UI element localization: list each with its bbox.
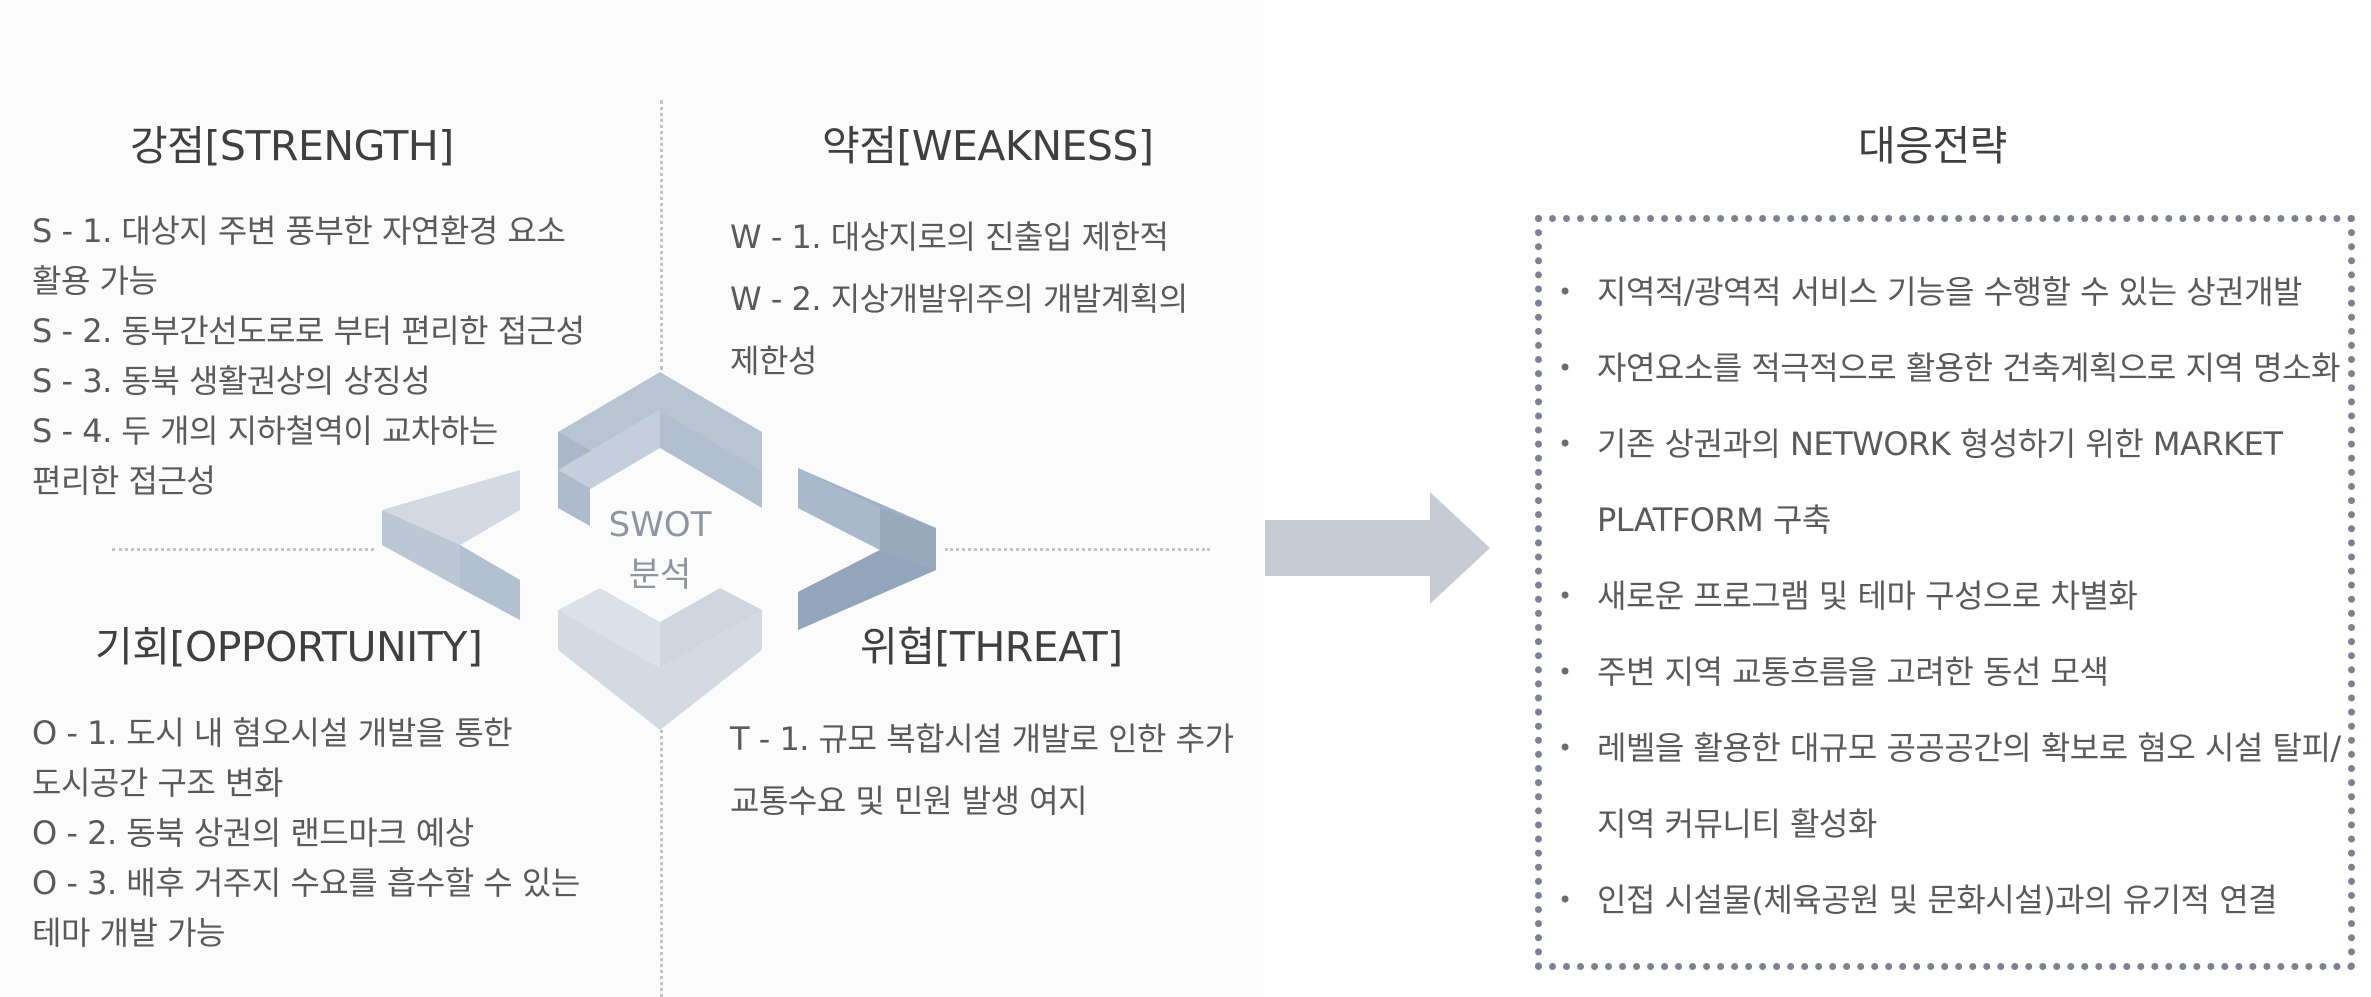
threat-text: T - 1. 규모 복합시설 개발로 인한 추가 교통수요 및 민원 발생 여지	[730, 708, 1234, 832]
strategy-item-continuation: 지역 커뮤니티 활성화	[1597, 805, 1877, 843]
strategy-item-text: 새로운 프로그램 및 테마 구성으로 차별화	[1597, 577, 2138, 615]
divider-left	[112, 548, 374, 551]
strength-line: 활용 가능	[32, 262, 158, 300]
opportunity-text: O - 1. 도시 내 혐오시설 개발을 통한 도시공간 구조 변화 O - 2…	[32, 708, 580, 958]
opportunity-line: 테마 개발 가능	[32, 914, 225, 952]
top-chevron-icon	[558, 372, 762, 526]
opportunity-line: O - 1. 도시 내 혐오시설 개발을 통한	[32, 714, 513, 752]
strategy-item: • 기존 상권과의 NETWORK 형성하기 위한 MARKET PLATFOR…	[1555, 406, 2355, 558]
swot-panel	[0, 0, 1264, 997]
strategy-item-text: 인접 시설물(체육공원 및 문화시설)과의 유기적 연결	[1597, 881, 2278, 919]
swot-chevron-graphic	[382, 372, 936, 730]
strategy-item: • 지역적/광역적 서비스 기능을 수행할 수 있는 상권개발	[1555, 254, 2355, 330]
strength-text: S - 1. 대상지 주변 풍부한 자연환경 요소 활용 가능 S - 2. 동…	[32, 206, 585, 506]
left-chevron-icon	[382, 470, 520, 620]
strength-line: S - 3. 동북 생활권상의 상징성	[32, 362, 431, 400]
strength-line: S - 4. 두 개의 지하철역이 교차하는	[32, 412, 498, 450]
weakness-title: 약점[WEAKNESS]	[822, 122, 1154, 170]
bullet-dot-icon: •	[1558, 430, 1572, 458]
weakness-line: W - 1. 대상지로의 진출입 제한적	[730, 218, 1169, 256]
bullet-dot-icon: •	[1558, 658, 1572, 686]
bullet-dot-icon: •	[1558, 278, 1572, 306]
bullet-dot-icon: •	[1558, 886, 1572, 914]
divider-bottom	[660, 700, 663, 997]
bullet-dot-icon: •	[1558, 734, 1572, 762]
opportunity-title: 기회[OPPORTUNITY]	[95, 623, 483, 671]
strategy-item: • 자연요소를 적극적으로 활용한 건축계획으로 지역 명소화	[1555, 330, 2355, 406]
weakness-line: W - 2. 지상개발위주의 개발계획의	[730, 280, 1188, 318]
strategy-item: • 새로운 프로그램 및 테마 구성으로 차별화	[1555, 558, 2355, 634]
strength-line: S - 2. 동부간선도로로 부터 편리한 접근성	[32, 312, 585, 350]
bottom-chevron-icon	[558, 588, 762, 730]
threat-line: T - 1. 규모 복합시설 개발로 인한 추가	[730, 720, 1234, 758]
strength-line: S - 1. 대상지 주변 풍부한 자연환경 요소	[32, 212, 566, 250]
divider-right	[945, 548, 1210, 551]
strategy-item-text: 지역적/광역적 서비스 기능을 수행할 수 있는 상권개발	[1597, 273, 2303, 311]
strategy-box	[1535, 215, 2355, 970]
weakness-text: W - 1. 대상지로의 진출입 제한적 W - 2. 지상개발위주의 개발계획…	[730, 206, 1188, 392]
strategy-item-text: 레벨을 활용한 대규모 공공공간의 확보로 혐오 시설 탈피/	[1597, 729, 2341, 767]
threat-title: 위협[THREAT]	[860, 623, 1123, 671]
opportunity-line: 도시공간 구조 변화	[32, 764, 283, 802]
bullet-dot-icon: •	[1558, 582, 1572, 610]
strength-line: 편리한 접근성	[32, 462, 216, 500]
strategy-title: 대응전략	[1858, 122, 2007, 170]
strategy-item-text: 주변 지역 교통흐름을 고려한 동선 모색	[1597, 653, 2109, 691]
weakness-line: 제한성	[730, 342, 817, 380]
opportunity-line: O - 2. 동북 상권의 랜드마크 예상	[32, 814, 474, 852]
bullet-dot-icon: •	[1558, 354, 1572, 382]
strategy-item-continuation: PLATFORM 구축	[1597, 501, 1831, 539]
strength-title: 강점[STRENGTH]	[130, 122, 454, 170]
strategy-list: • 지역적/광역적 서비스 기능을 수행할 수 있는 상권개발 • 자연요소를 …	[1555, 254, 2355, 938]
right-chevron-icon	[798, 468, 936, 630]
strategy-item-text: 기존 상권과의 NETWORK 형성하기 위한 MARKET	[1597, 425, 2283, 463]
strategy-item: • 레벨을 활용한 대규모 공공공간의 확보로 혐오 시설 탈피/ 지역 커뮤니…	[1555, 710, 2355, 862]
strategy-item: • 인접 시설물(체육공원 및 문화시설)과의 유기적 연결	[1555, 862, 2355, 938]
threat-line: 교통수요 및 민원 발생 여지	[730, 782, 1088, 820]
right-arrow-icon	[1265, 492, 1490, 604]
swot-label-line2: 분석	[628, 555, 692, 595]
swot-center-label: SWOT 분석	[560, 500, 760, 600]
strategy-item: • 주변 지역 교통흐름을 고려한 동선 모색	[1555, 634, 2355, 710]
swot-label-line1: SWOT	[608, 505, 712, 545]
strategy-item-text: 자연요소를 적극적으로 활용한 건축계획으로 지역 명소화	[1597, 349, 2340, 387]
opportunity-line: O - 3. 배후 거주지 수요를 흡수할 수 있는	[32, 864, 580, 902]
divider-top	[660, 100, 663, 370]
